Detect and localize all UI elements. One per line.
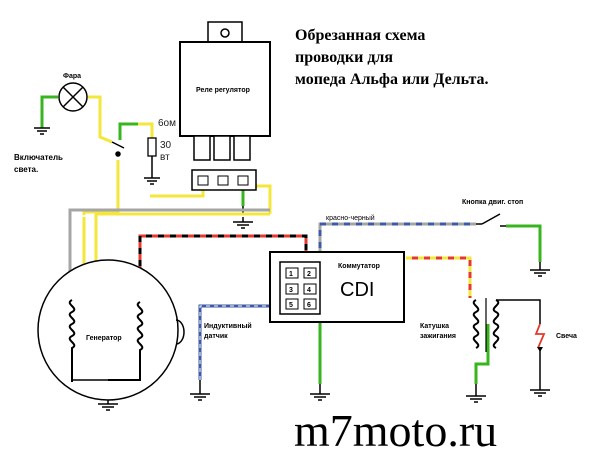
- ground-symbol-spark: [530, 389, 550, 397]
- stop-button-green: [506, 224, 542, 262]
- light-switch-label-line2: света.: [14, 165, 38, 174]
- red-black-wire-label: красно-черный: [326, 214, 375, 222]
- headlamp-switch-wire: [88, 95, 113, 144]
- spark-plug-label: Свеча: [556, 333, 577, 340]
- headlamp-ground-wire: [40, 95, 58, 128]
- ground-symbol-inductive: [190, 393, 210, 401]
- resistor-watt-label: вт: [160, 152, 170, 163]
- headlamp-icon: [58, 82, 88, 112]
- ground-symbol-coil: [466, 395, 486, 403]
- generator-icon: [37, 259, 185, 401]
- cdi-pin-1: 1: [289, 271, 293, 278]
- light-switch-label-line1: Включатель: [14, 153, 63, 162]
- generator-label: Генератор: [86, 335, 122, 342]
- cdi-coil-wire: [406, 256, 472, 298]
- title-line-2: проводки для: [295, 49, 393, 66]
- coil-spark-wire: [496, 299, 541, 324]
- gray-wire: [68, 208, 270, 300]
- resistor-thirty-label: 30: [160, 140, 172, 151]
- resistor-icon: [147, 137, 157, 157]
- relay-yellow-right: [254, 184, 272, 214]
- cdi-pin-5: 5: [289, 302, 293, 309]
- cdi-pin-2: 2: [307, 271, 311, 278]
- ground-symbol-stop-button: [530, 269, 550, 277]
- inductive-sensor-label-line2: датчик: [204, 333, 228, 340]
- coil-green-wire: [474, 324, 490, 384]
- ground-symbol-generator: [98, 403, 118, 411]
- cdi-pin-3: 3: [289, 287, 293, 294]
- ignition-coil-icon: [472, 298, 500, 352]
- resistor-ohm-label: 6ом: [158, 118, 176, 129]
- light-switch-icon: [111, 141, 125, 157]
- stop-button-icon: [476, 213, 506, 227]
- ignition-coil-label-line2: зажигания: [420, 333, 456, 340]
- cdi-coil-wire-dash: [406, 256, 472, 298]
- stop-button-label: Кнопка двиг. стоп: [462, 199, 523, 206]
- spark-plug-icon: [534, 323, 546, 349]
- commutator-label: Коммутатор: [338, 263, 380, 270]
- cdi-commutator-icon: [269, 251, 405, 323]
- inductive-sensor-label-line1: Индуктивный: [204, 322, 252, 330]
- title-line-3: мопеда Альфа или Дельта.: [295, 71, 489, 88]
- ground-symbol-resistor: [144, 177, 160, 185]
- red-black-wire-dash: [138, 234, 308, 302]
- cdi-label: CDI: [340, 279, 374, 301]
- ground-symbol-headlamp: [34, 127, 50, 135]
- switch-resistor-yellow: [138, 122, 154, 138]
- title-line-1: Обрезанная схема: [295, 27, 425, 44]
- relay-regulator-icon: [179, 21, 271, 191]
- spark-plug-tip: [537, 347, 543, 352]
- ground-symbol-relay: [233, 221, 253, 229]
- relay-regulator-label: Реле регулятор: [196, 87, 250, 94]
- cdi-pin-4: 4: [307, 287, 311, 294]
- headlamp-label: Фара: [63, 73, 81, 80]
- ignition-coil-label-line1: Катушка: [420, 323, 449, 330]
- ground-symbol-cdi: [310, 393, 330, 401]
- switch-resistor-green: [118, 122, 138, 140]
- site-watermark: m7moto.ru: [294, 405, 497, 453]
- cdi-pin-6: 6: [307, 302, 311, 309]
